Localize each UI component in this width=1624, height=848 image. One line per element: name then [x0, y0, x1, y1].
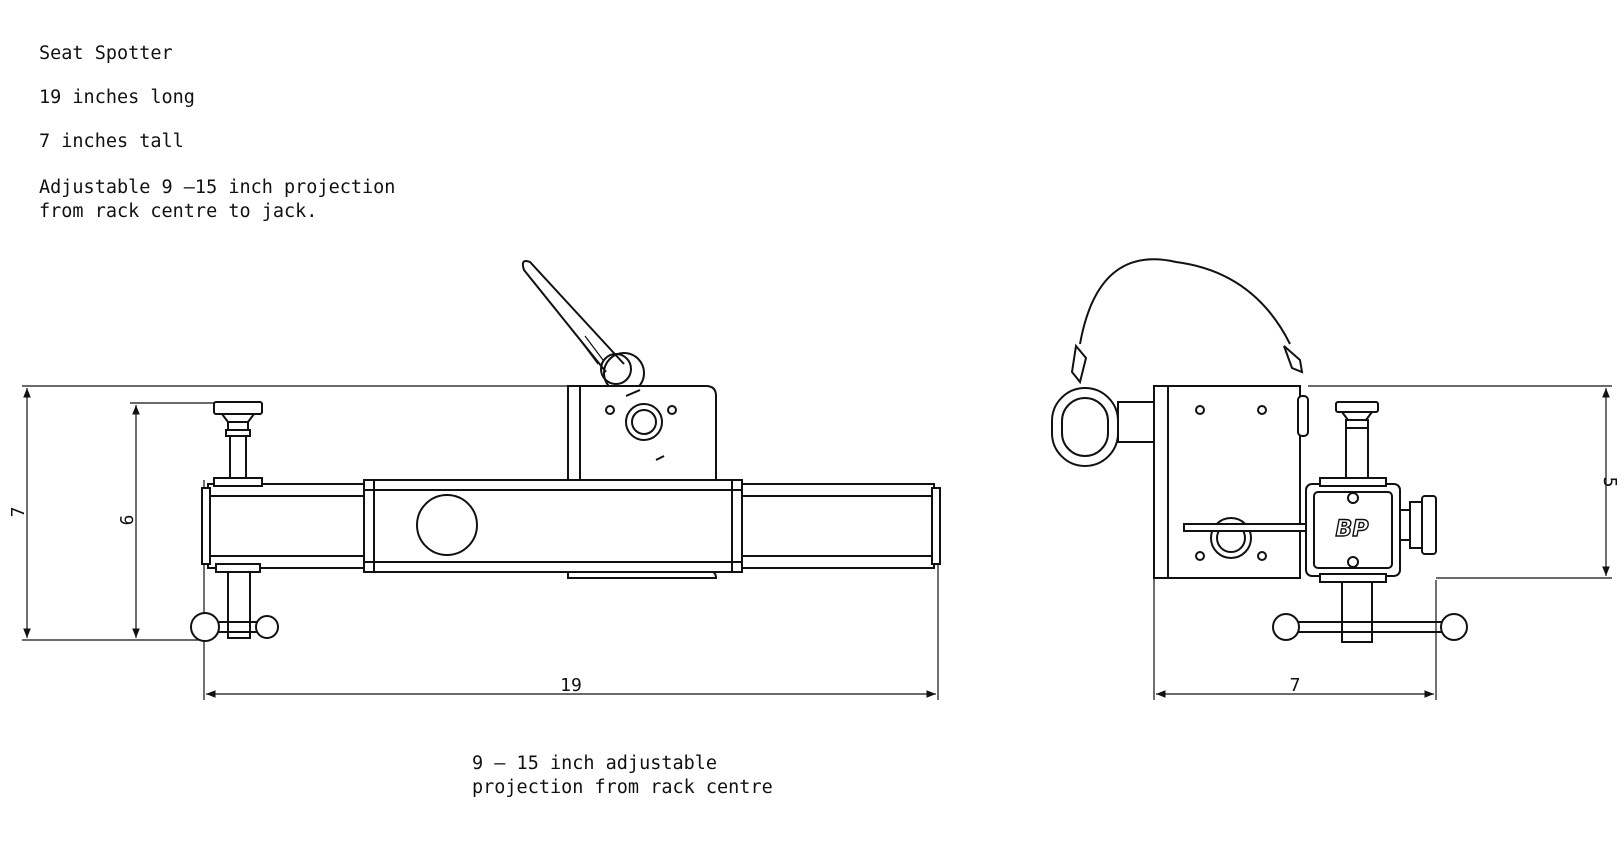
- spec-adjust-line-1: Adjustable 9 –15 inch projection: [39, 177, 396, 198]
- dim-label-7-left: 7: [8, 507, 29, 518]
- end-pin: [1272, 401, 1468, 643]
- dim-end-width: 7: [1153, 578, 1437, 700]
- spec-adjust-line-2: from rack centre to jack.: [39, 201, 318, 222]
- end-view: 7 5: [1051, 258, 1620, 700]
- dim-label-7-bottom: 7: [1290, 675, 1301, 696]
- spec-length: 19 inches long: [39, 87, 195, 108]
- spec-height: 7 inches tall: [39, 131, 184, 152]
- dim-label-6: 6: [117, 515, 138, 526]
- dim-label-5: 5: [1599, 477, 1620, 488]
- dim-side-height-total: 7: [8, 385, 570, 641]
- dim-side-height-inner: 6: [117, 402, 222, 638]
- dim-label-19: 19: [560, 675, 582, 696]
- side-view: 7 6 19: [8, 260, 941, 700]
- main-tube: [201, 479, 941, 573]
- end-side-plate: [1117, 385, 1309, 579]
- brand-logo: BP: [1336, 517, 1369, 542]
- title: Seat Spotter: [39, 43, 173, 64]
- safety-cable: [521, 260, 645, 394]
- projection-note-line-2: projection from rack centre: [472, 777, 773, 798]
- projection-note-line-1: 9 – 15 inch adjustable: [472, 753, 718, 774]
- spotter-pin: [190, 401, 279, 642]
- end-pin-housing: BP: [1305, 477, 1437, 583]
- dim-end-height: 5: [1308, 385, 1620, 579]
